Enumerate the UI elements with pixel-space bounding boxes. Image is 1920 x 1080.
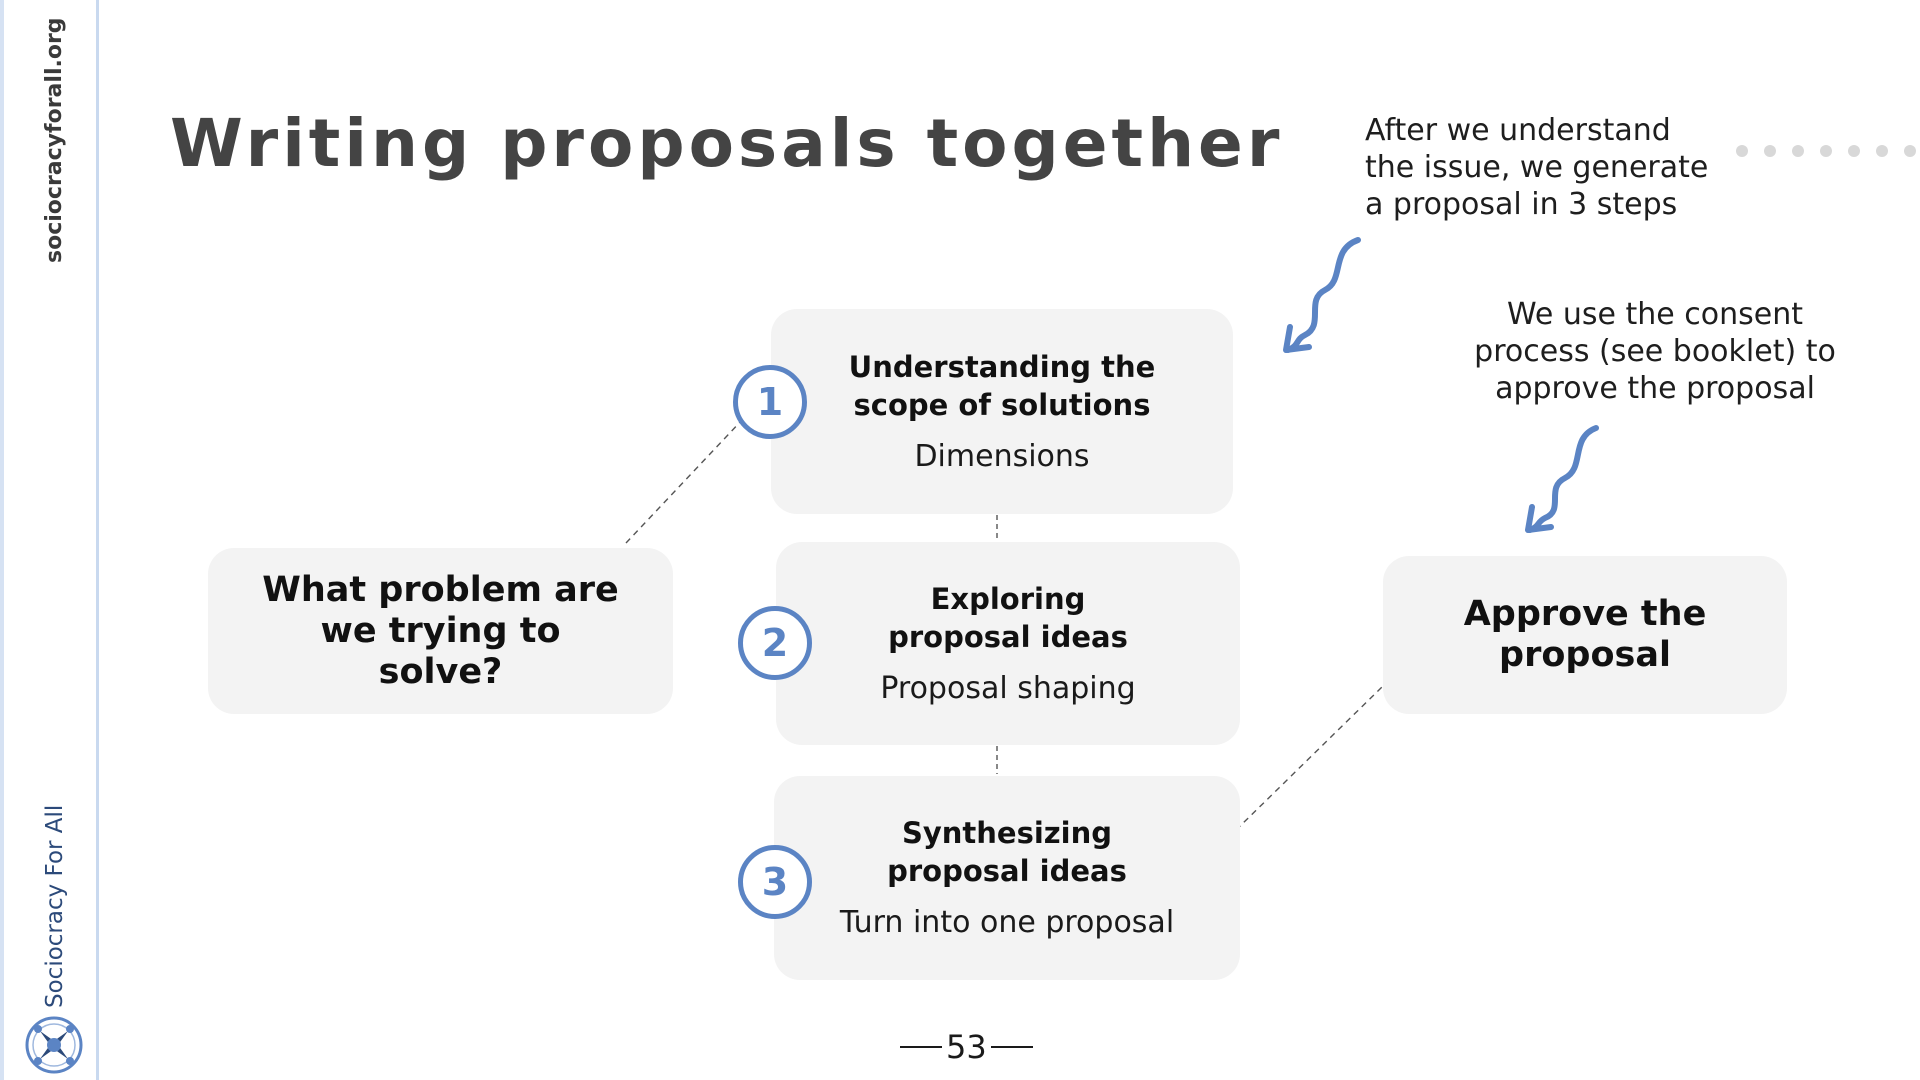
step-2-heading: Exploring proposal ideas — [888, 581, 1128, 654]
squiggle-arrow-top-icon — [1283, 237, 1361, 353]
page-number-rule-left — [900, 1046, 942, 1048]
step-3-heading: Synthesizing proposal ideas — [887, 816, 1127, 888]
problem-heading: What problem are we trying to solve? — [262, 569, 619, 692]
note-right: We use the consent process (see booklet)… — [1474, 297, 1836, 406]
sociocracy-for-all-logo-icon — [25, 1016, 83, 1074]
approve-heading: Approve the proposal — [1463, 594, 1707, 675]
step-3-sub: Turn into one proposal — [839, 905, 1175, 940]
step-2-sub: Proposal shaping — [880, 670, 1136, 706]
step-1-box: Understanding the scope of solutions Dim… — [771, 309, 1233, 514]
decorative-dots — [1736, 145, 1916, 157]
approve-box: Approve the proposal — [1383, 556, 1787, 714]
step-3-box: Synthesizing proposal ideas Turn into on… — [774, 776, 1240, 980]
step-1-number-badge: 1 — [733, 365, 807, 439]
page-number-rule-right — [990, 1046, 1033, 1048]
step-1-sub: Dimensions — [914, 438, 1090, 474]
problem-box: What problem are we trying to solve? — [208, 548, 673, 714]
step-2-number-badge: 2 — [738, 606, 812, 680]
step-1-heading: Understanding the scope of solutions — [848, 349, 1156, 422]
step-2-box: Exploring proposal ideas Proposal shapin… — [776, 542, 1240, 745]
step-3-number-badge: 3 — [738, 845, 812, 919]
sidebar: sociocracyforall.org Sociocracy For All — [0, 0, 99, 1080]
page-number: 53 — [900, 1028, 1033, 1066]
page-title: Writing proposals together — [170, 105, 1284, 182]
connector-step3-to-approve — [1235, 685, 1384, 831]
squiggle-arrow-right-icon — [1525, 425, 1599, 533]
page-number-value: 53 — [946, 1028, 987, 1066]
note-top: After we understand the issue, we genera… — [1365, 113, 1709, 222]
